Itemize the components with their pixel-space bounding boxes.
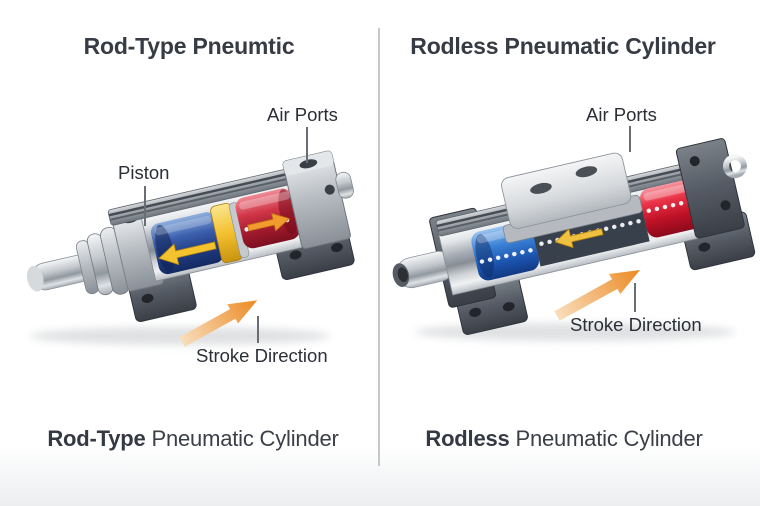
mount-bolt-hole — [289, 250, 302, 260]
right-stroke-leader-line — [634, 283, 636, 312]
block-bolt-hole — [689, 156, 700, 167]
chamber-gloss — [239, 191, 290, 210]
extend-arrow — [247, 212, 291, 232]
block-bolt-hole — [720, 200, 731, 211]
left-caption-rest: Pneumatic Cylinder — [145, 426, 339, 451]
retract-arrow — [158, 241, 217, 266]
air-port-hole — [299, 159, 318, 169]
rear-boss — [335, 171, 354, 199]
rod-type-cylinder-body — [26, 150, 355, 323]
airflow-dots — [479, 247, 535, 264]
chamber-gloss — [643, 183, 691, 201]
right-air-ports-leader-line — [629, 126, 631, 152]
tie-rod — [108, 169, 305, 217]
left-cylinder-shadow — [30, 327, 330, 345]
airflow-dots — [646, 198, 694, 213]
left-panel-title: Rod-Type Pneumtic — [83, 33, 295, 59]
mount-bolt-hole — [698, 242, 711, 252]
left-caption-bold: Rod-Type — [47, 426, 146, 451]
left-stroke-direction-label: Stroke Direction — [196, 345, 328, 366]
right-caption-bold: Rodless — [425, 426, 510, 451]
carriage-block — [501, 152, 632, 229]
rod-end-face — [26, 265, 44, 292]
mount-bolt-hole — [469, 307, 482, 317]
rodless-cylinder-body — [392, 138, 756, 335]
stub-bore-inner — [397, 267, 408, 283]
right-air-ports-label: Air Ports — [586, 104, 657, 125]
piston-label: Piston — [118, 162, 170, 183]
chamber-gloss — [154, 215, 212, 236]
rod-type-cylinder-illustration — [26, 150, 355, 347]
mount-bolt-hole — [502, 302, 515, 312]
retract-arrow — [554, 228, 604, 249]
left-stroke-direction-arrow — [179, 300, 258, 347]
rear-ring — [722, 154, 747, 179]
tie-rod — [109, 173, 306, 221]
right-caption-rest: Pneumatic Cylinder — [509, 426, 703, 451]
rodless-cylinder-illustration — [392, 138, 756, 341]
right-caption: Rodless Pneumatic Cylinder — [382, 426, 746, 452]
mount-bolt-hole — [141, 293, 154, 304]
chamber-shading — [475, 234, 494, 278]
right-panel-title: Rodless Pneumatic Cylinder — [410, 33, 716, 59]
mount-bolt-hole — [331, 242, 343, 253]
right-stroke-direction-arrow — [554, 269, 641, 321]
side-port-hole — [324, 184, 335, 195]
left-stroke-leader-line — [257, 316, 259, 343]
carriage-air-port — [530, 182, 552, 194]
left-air-ports-label: Air Ports — [267, 104, 338, 125]
panel-divider — [378, 28, 380, 466]
carriage-air-port — [575, 166, 598, 178]
right-stroke-direction-label: Stroke Direction — [570, 314, 702, 335]
piston-leader-line — [144, 186, 146, 226]
left-air-ports-leader-line — [306, 127, 308, 163]
left-caption: Rod-Type Pneumatic Cylinder — [8, 426, 378, 452]
